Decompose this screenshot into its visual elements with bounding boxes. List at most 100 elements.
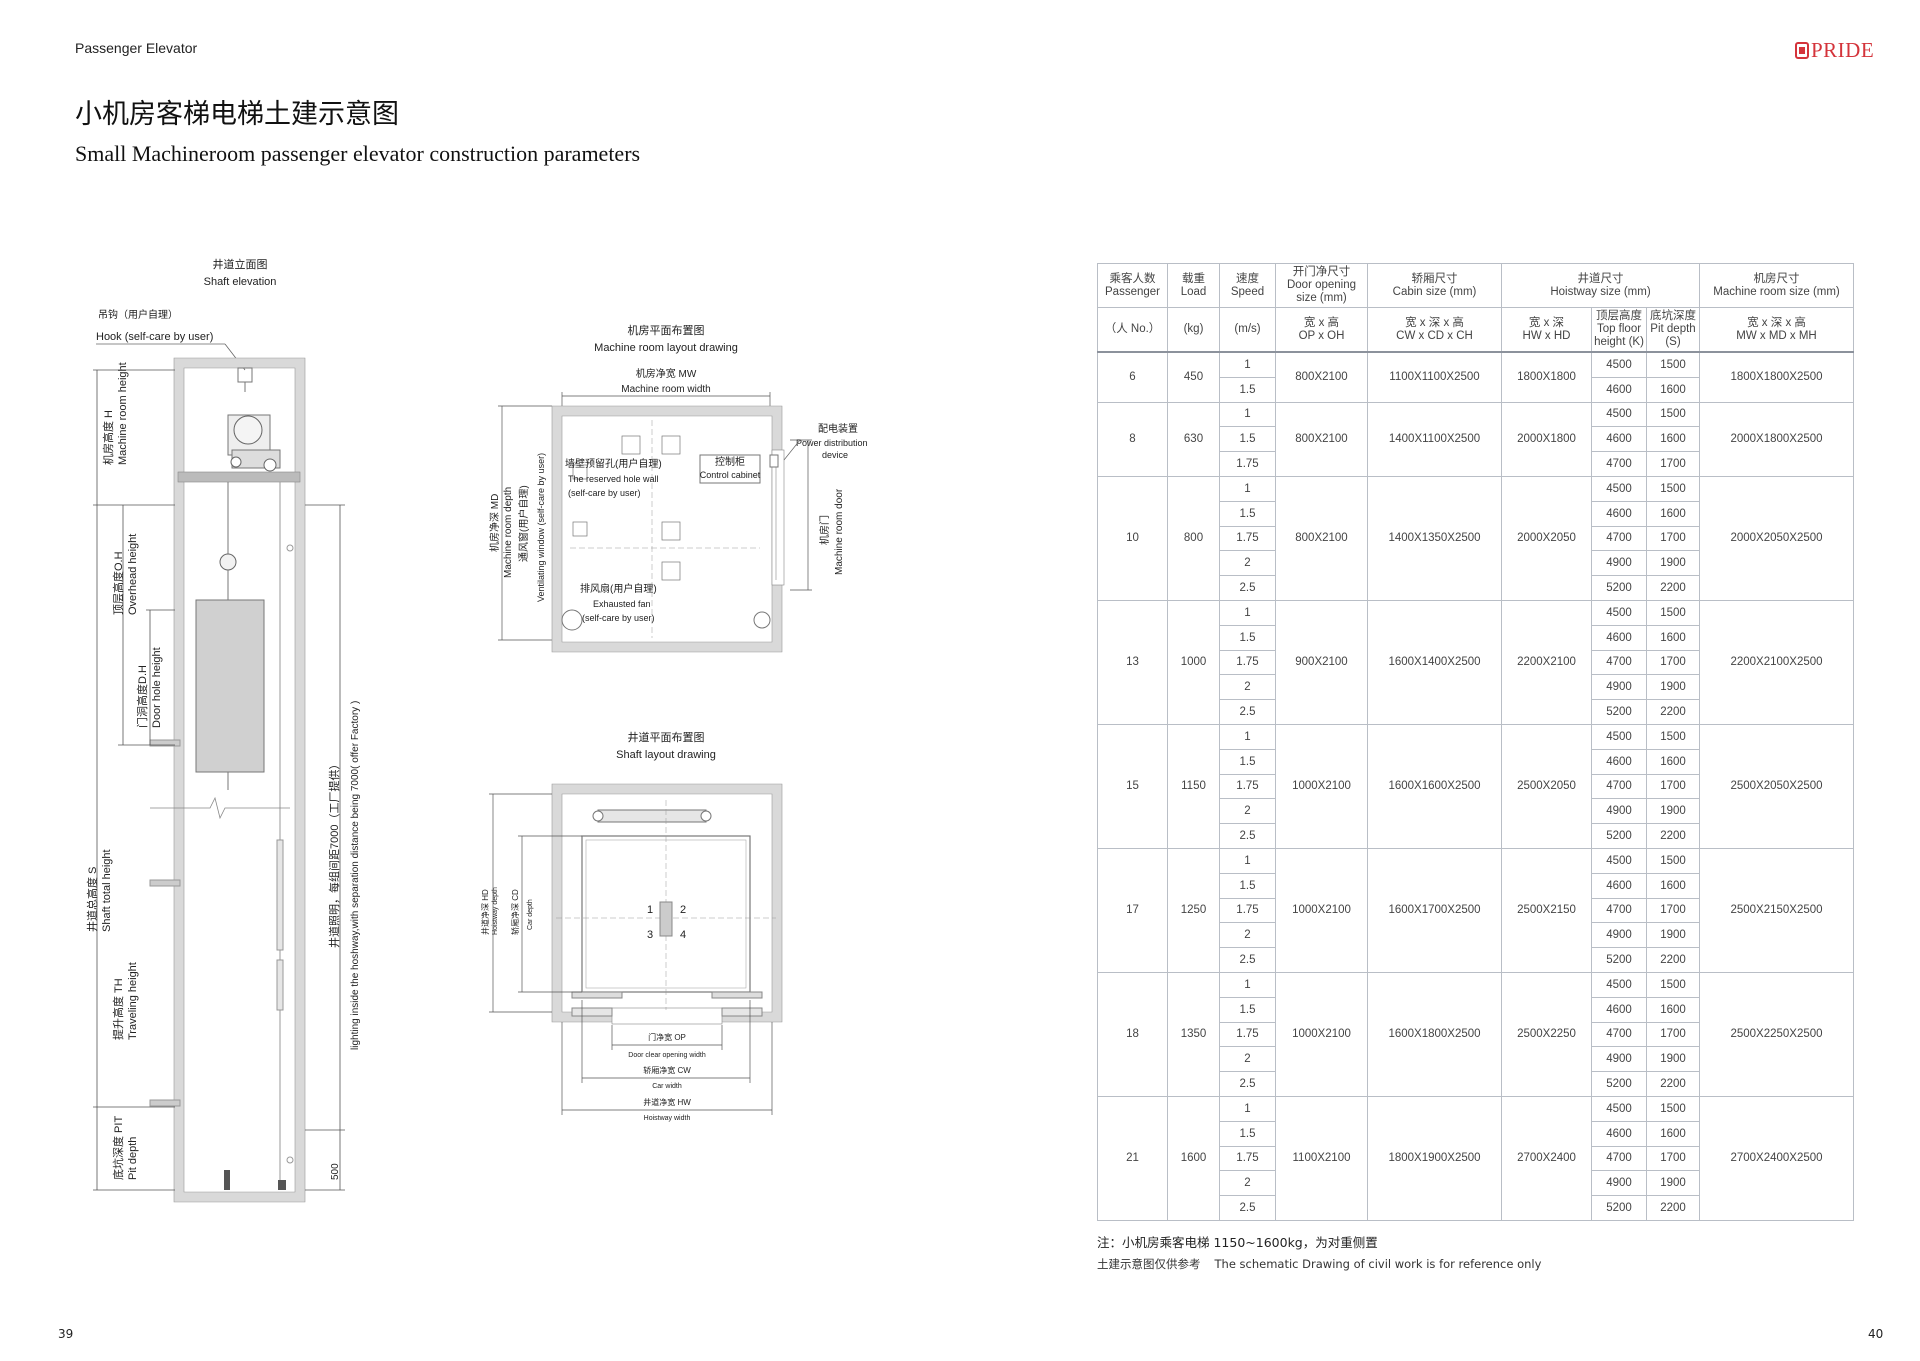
cell-speed: 1 xyxy=(1219,971,1276,998)
lighting-label-en: lighting inside the hoshway,with separat… xyxy=(350,701,361,1050)
cell-load: 1000 xyxy=(1167,599,1220,725)
cell-pit-depth: 1500 xyxy=(1646,847,1700,874)
oh-label-cn: 顶层高度O.H xyxy=(111,551,125,615)
cell-pit-depth: 1700 xyxy=(1646,1145,1700,1172)
cell-hoistway-size: 2000X1800 xyxy=(1501,401,1592,477)
cell-speed: 1 xyxy=(1219,1095,1276,1122)
hook-label-en: Hook (self-care by user) xyxy=(96,331,213,343)
cell-speed: 1.75 xyxy=(1219,525,1276,552)
cell-passenger: 17 xyxy=(1097,847,1168,973)
cell-cabin-size: 1400X1350X2500 xyxy=(1367,475,1502,601)
cell-top-floor: 5200 xyxy=(1591,575,1647,601)
cell-machine-room-size: 2700X2400X2500 xyxy=(1699,1095,1854,1221)
cell-top-floor: 4600 xyxy=(1591,426,1647,453)
cell-hoistway-size: 2700X2400 xyxy=(1501,1095,1592,1221)
cell-machine-room-size: 2000X1800X2500 xyxy=(1699,401,1854,477)
cell-top-floor: 4900 xyxy=(1591,550,1647,577)
cell-pit-depth: 1600 xyxy=(1646,500,1700,527)
cell-speed: 1.75 xyxy=(1219,773,1276,800)
cell-pit-depth: 2200 xyxy=(1646,1195,1700,1221)
cell-speed: 2 xyxy=(1219,550,1276,577)
vent-label-cn: 通风窗(用户自理) xyxy=(517,485,530,562)
shaft-layout: 井道平面布置图 Shaft layout drawing 1 2 3 4 xyxy=(480,730,783,1122)
cabinet-label-cn: 控制柜 xyxy=(715,455,745,468)
oh-label-en: Overhead height xyxy=(127,534,139,615)
cell-top-floor: 4500 xyxy=(1591,599,1647,626)
cell-pit-depth: 1700 xyxy=(1646,1021,1700,1048)
cell-passenger: 21 xyxy=(1097,1095,1168,1221)
mr-title-en: Machine room layout drawing xyxy=(594,342,738,354)
cell-pit-depth: 1500 xyxy=(1646,475,1700,502)
cell-hoistway-size: 2000X2050 xyxy=(1501,475,1592,601)
cell-top-floor: 4700 xyxy=(1591,525,1647,552)
car-mark-1: 1 xyxy=(647,904,653,916)
cell-load: 630 xyxy=(1167,401,1220,477)
pd-label-en2: device xyxy=(822,450,848,460)
cell-pit-depth: 1900 xyxy=(1646,1046,1700,1073)
mw-label-cn: 机房净宽 MW xyxy=(636,367,697,380)
cell-speed: 1.75 xyxy=(1219,451,1276,477)
cell-door-size: 1000X2100 xyxy=(1275,847,1368,973)
cd-label-en: Car depth xyxy=(527,899,534,930)
mh-label-cn: 机房高度 H xyxy=(101,410,115,465)
cell-pit-depth: 1700 xyxy=(1646,525,1700,552)
shaft-elevation: 井道立面图 Shaft elevation 吊钩（用户自理） Hook (sel… xyxy=(85,257,361,1203)
cell-top-floor: 4700 xyxy=(1591,897,1647,924)
cell-load: 1600 xyxy=(1167,1095,1220,1221)
fan-label-cn: 排风扇(用户自理) xyxy=(580,582,657,595)
cell-pit-depth: 2200 xyxy=(1646,575,1700,601)
cell-speed: 1 xyxy=(1219,401,1276,428)
cell-pit-depth: 1900 xyxy=(1646,1170,1700,1197)
cell-speed: 1.75 xyxy=(1219,649,1276,676)
cell-load: 450 xyxy=(1167,351,1220,403)
cell-pit-depth: 1900 xyxy=(1646,550,1700,577)
cell-machine-room-size: 1800X1800X2500 xyxy=(1699,351,1854,403)
cell-hoistway-size: 2500X2050 xyxy=(1501,723,1592,849)
cell-speed: 1 xyxy=(1219,599,1276,626)
th-unit-ms: (m/s) xyxy=(1219,307,1276,353)
cell-hoistway-size: 2500X2250 xyxy=(1501,971,1592,1097)
cell-top-floor: 4900 xyxy=(1591,674,1647,701)
cell-speed: 1 xyxy=(1219,475,1276,502)
cell-top-floor: 4500 xyxy=(1591,971,1647,998)
page-title-cn: 小机房客梯电梯土建示意图 xyxy=(75,99,399,130)
cell-speed: 1.5 xyxy=(1219,624,1276,651)
cell-cabin-size: 1600X1400X2500 xyxy=(1367,599,1502,725)
s-label-cn: 井道总高度 S xyxy=(85,867,99,932)
note-2-en: The schematic Drawing of civil work is f… xyxy=(1214,1257,1542,1271)
lighting-label-cn: 井道照明，每组间距7000（工厂提供） xyxy=(327,759,341,948)
cell-machine-room-size: 2500X2250X2500 xyxy=(1699,971,1854,1097)
cell-pit-depth: 1600 xyxy=(1646,624,1700,651)
cell-top-floor: 4500 xyxy=(1591,401,1647,428)
cell-top-floor: 4900 xyxy=(1591,1170,1647,1197)
cell-pit-depth: 2200 xyxy=(1646,1071,1700,1097)
cell-machine-room-size: 2500X2150X2500 xyxy=(1699,847,1854,973)
cell-machine-room-size: 2500X2050X2500 xyxy=(1699,723,1854,849)
cell-pit-depth: 2200 xyxy=(1646,699,1700,725)
fan-label-en2: (self-care by user) xyxy=(582,613,655,623)
cell-speed: 2.5 xyxy=(1219,1195,1276,1221)
cell-passenger: 13 xyxy=(1097,599,1168,725)
cell-load: 800 xyxy=(1167,475,1220,601)
cell-top-floor: 4700 xyxy=(1591,649,1647,676)
cell-load: 1250 xyxy=(1167,847,1220,973)
pit-label-en: Pit depth xyxy=(127,1137,139,1180)
cell-top-floor: 4600 xyxy=(1591,376,1647,403)
